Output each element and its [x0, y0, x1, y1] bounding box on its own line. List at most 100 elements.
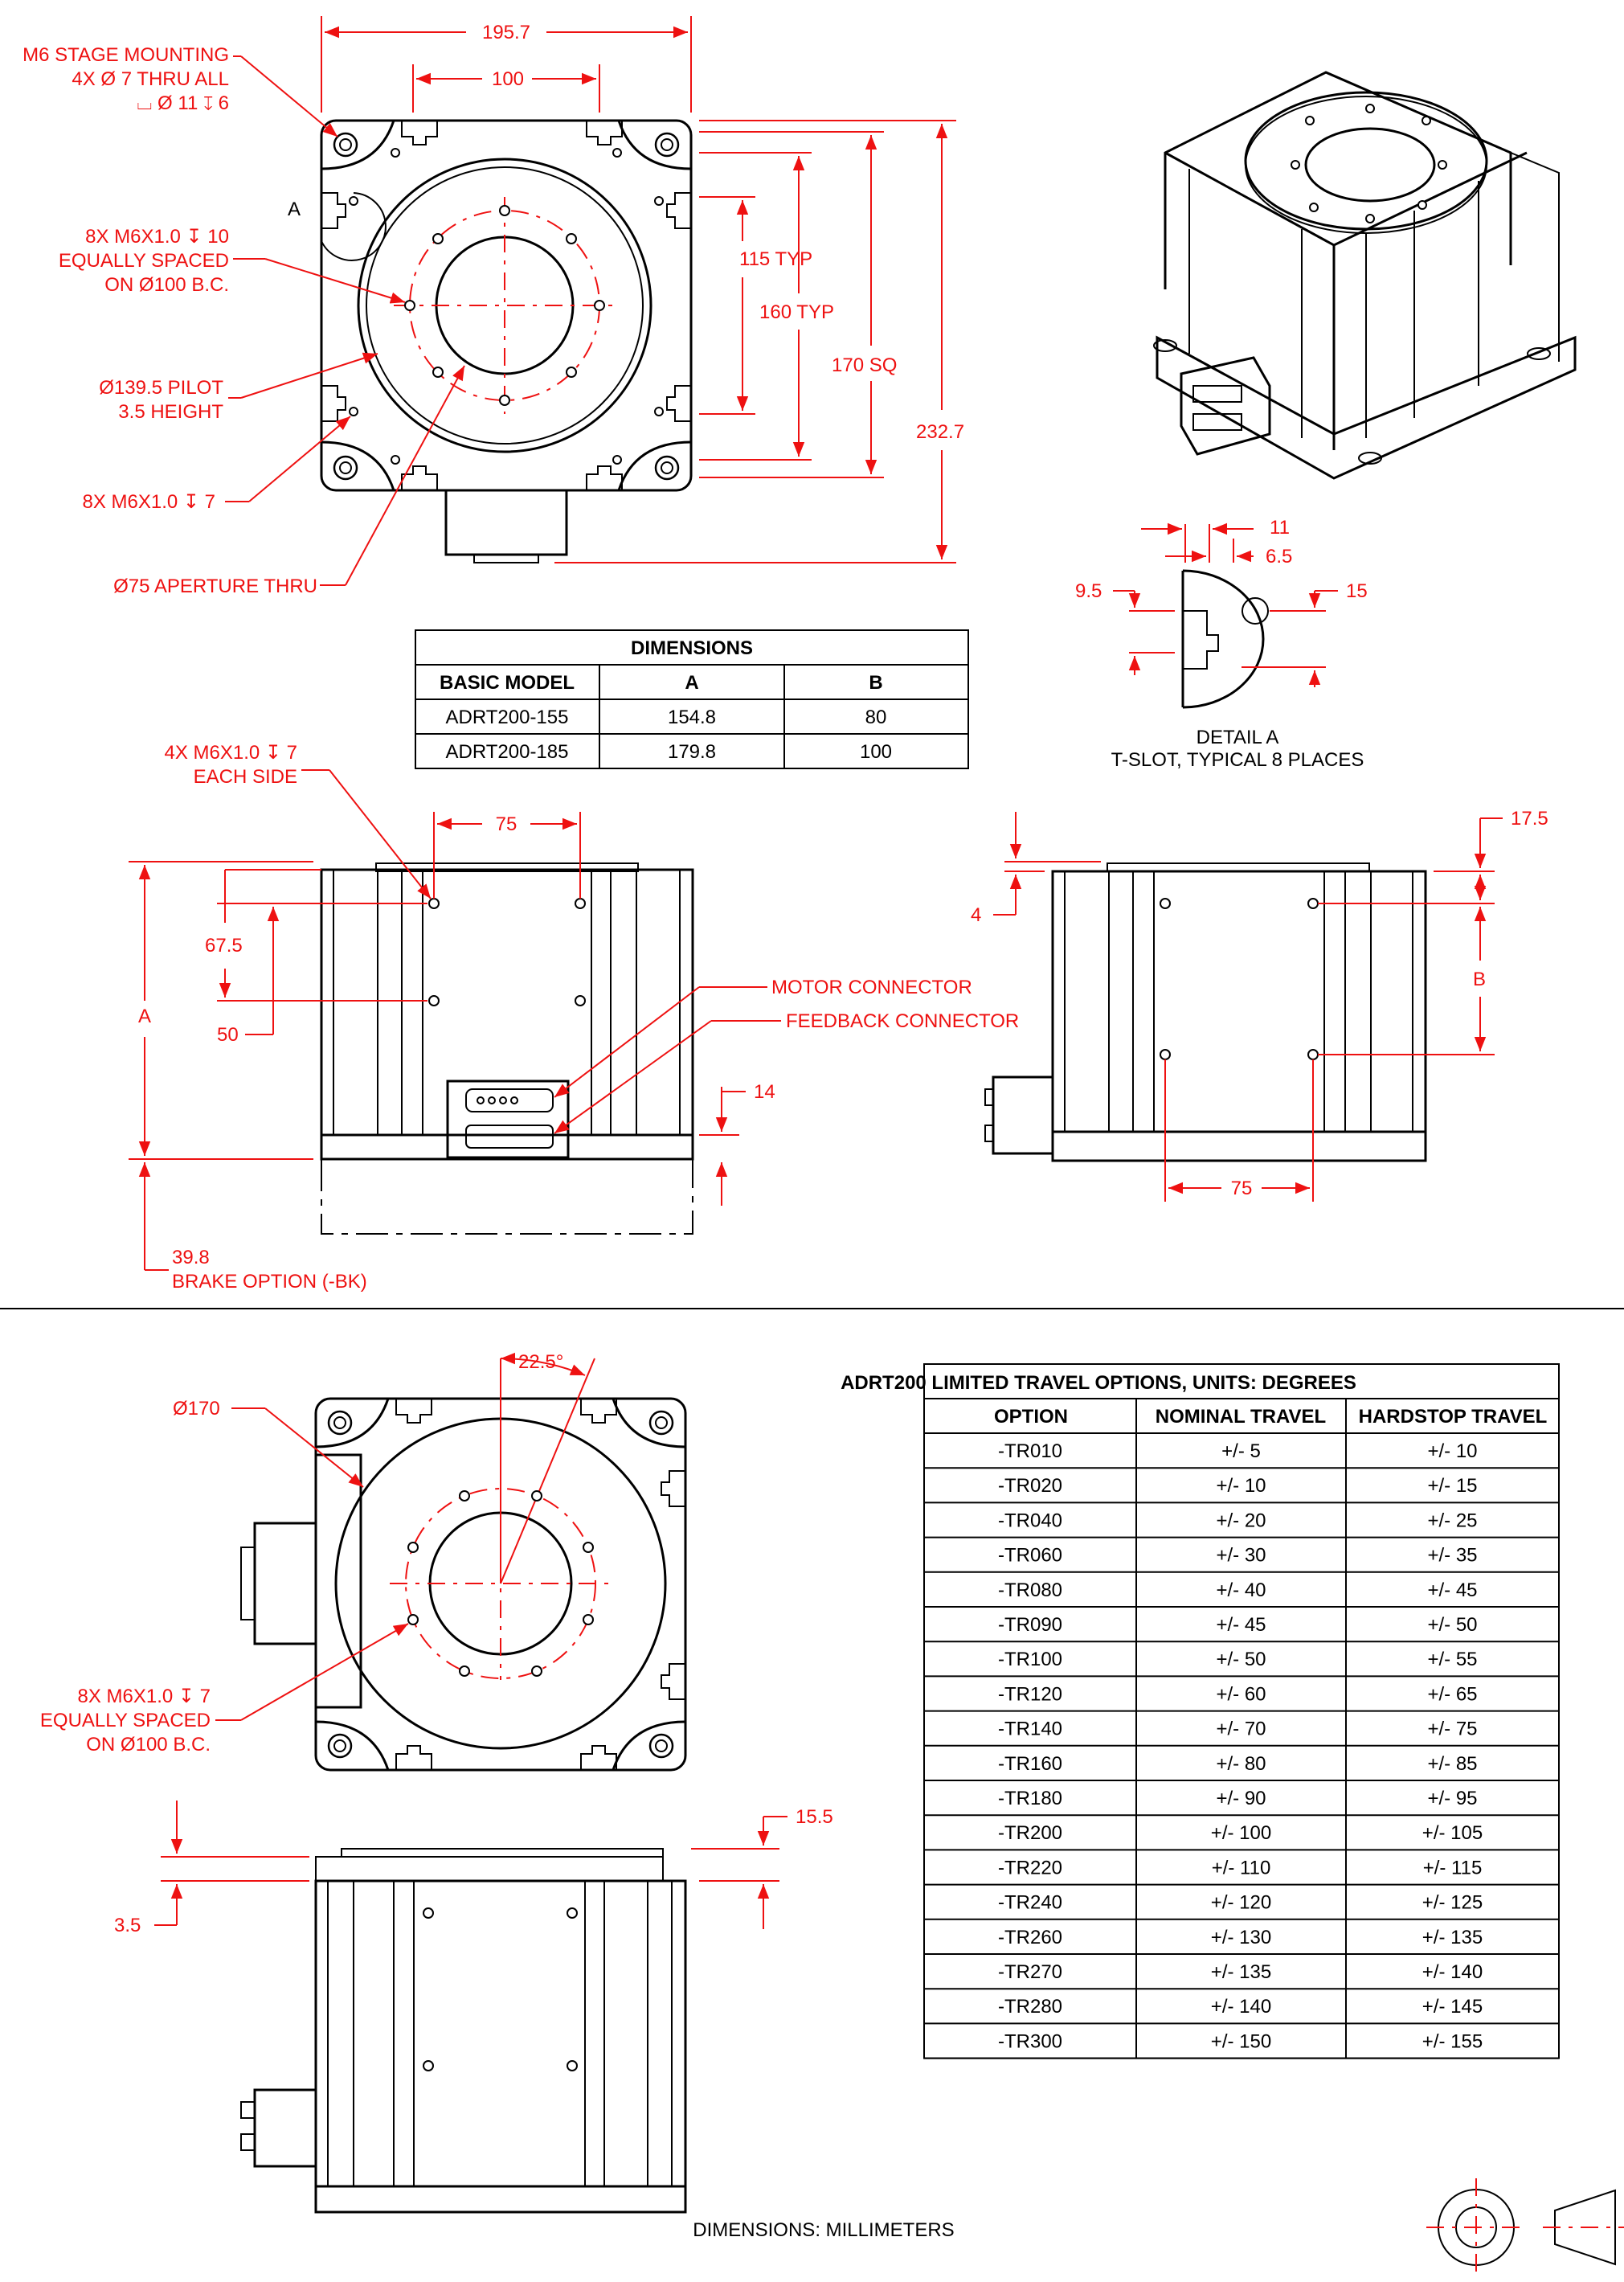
- travel-cell: +/- 15: [1427, 1475, 1477, 1497]
- travel-cell: +/- 115: [1423, 1857, 1483, 1878]
- travel-cell: -TR260: [998, 1927, 1062, 1948]
- detail-a: 11 6.5 9.5 15 DETAIL A T-SLOT, TYPICAL 8…: [1075, 517, 1368, 771]
- dims-header: BASIC MODEL: [440, 672, 575, 694]
- side-dim-75: 75: [1231, 1178, 1253, 1199]
- dim-tslot-spacing: 100: [492, 68, 524, 90]
- dims-table-title: DIMENSIONS: [631, 637, 753, 659]
- travel-cell: +/- 135: [1211, 1961, 1271, 1983]
- front-callout-2: EACH SIDE: [194, 766, 297, 788]
- travel-cell: +/- 55: [1427, 1649, 1477, 1670]
- travel-cell: -TR080: [998, 1579, 1062, 1601]
- dim-232: 232.7: [916, 421, 964, 443]
- travel-cell: -TR020: [998, 1475, 1062, 1497]
- detail-a-marker: A: [288, 199, 301, 220]
- dim-170: 170 SQ: [832, 354, 897, 376]
- projection-symbol: [1426, 2178, 1624, 2276]
- side-dim-B: B: [1473, 969, 1486, 990]
- travel-cell: +/- 150: [1211, 2030, 1271, 2052]
- travel-cell: +/- 130: [1211, 1927, 1271, 1948]
- travel-cell: +/- 140: [1211, 1996, 1271, 2018]
- callout-8x-m6: 8X M6X1.0 ↧ 7: [82, 491, 215, 513]
- travel-cell: +/- 90: [1216, 1788, 1266, 1809]
- dims-header: A: [685, 672, 698, 694]
- isometric-view: [1153, 71, 1577, 480]
- callout-pilot-2: 3.5 HEIGHT: [118, 401, 223, 423]
- bottom-side-view: 3.5 15.5: [114, 1801, 833, 2214]
- travel-cell: +/- 140: [1422, 1961, 1483, 1983]
- detail-caption-1: DETAIL A: [1197, 727, 1279, 748]
- callout-8x-tapped-1: 8X M6X1.0 ↧ 10: [85, 226, 229, 248]
- travel-header-nominal: NOMINAL TRAVEL: [1156, 1406, 1326, 1428]
- travel-cell: +/- 10: [1216, 1475, 1266, 1497]
- side-dim-4: 4: [971, 904, 981, 926]
- bottom-callout-1: 8X M6X1.0 ↧ 7: [77, 1686, 211, 1707]
- side-view: 4 17.5 B 75: [971, 808, 1548, 1202]
- brake-dim: 39.8: [172, 1247, 210, 1268]
- detail-dim-9-5: 9.5: [1075, 580, 1102, 602]
- callout-aperture: Ø75 APERTURE THRU: [113, 576, 317, 597]
- front-dim-75: 75: [496, 813, 517, 835]
- travel-cell: +/- 25: [1427, 1510, 1477, 1531]
- travel-cell: -TR300: [998, 2030, 1062, 2052]
- travel-options-table: ADRT200 LIMITED TRAVEL OPTIONS, UNITS: D…: [841, 1363, 1560, 2059]
- travel-cell: -TR060: [998, 1545, 1062, 1567]
- bottom-plan-view: 22.5° Ø170 8X M6X1.0 ↧ 7 EQUALLY SPACED …: [40, 1351, 687, 1772]
- dims-cell: 80: [865, 707, 887, 728]
- travel-cell: +/- 50: [1427, 1614, 1477, 1636]
- travel-cell: +/- 120: [1211, 1892, 1271, 1914]
- travel-cell: -TR120: [998, 1683, 1062, 1705]
- travel-cell: -TR220: [998, 1857, 1062, 1878]
- travel-cell: +/- 85: [1427, 1753, 1477, 1775]
- travel-header-option: OPTION: [994, 1406, 1068, 1428]
- front-dim-50: 50: [217, 1024, 239, 1046]
- travel-cell: +/- 80: [1216, 1753, 1266, 1775]
- callout-8x-tapped-2: EQUALLY SPACED: [59, 250, 229, 272]
- travel-cell: -TR040: [998, 1510, 1062, 1531]
- travel-cell: -TR280: [998, 1996, 1062, 2018]
- front-callout-1: 4X M6X1.0 ↧ 7: [164, 742, 297, 764]
- front-view: 75 4X M6X1.0 ↧ 7 EACH SIDE 67.5 50 A 39.…: [129, 742, 1019, 1293]
- travel-cell: +/- 70: [1216, 1719, 1266, 1740]
- travel-cell: -TR160: [998, 1753, 1062, 1775]
- dim-15-5: 15.5: [796, 1806, 833, 1828]
- detail-caption-2: T-SLOT, TYPICAL 8 PLACES: [1111, 749, 1364, 771]
- dim-22-5: 22.5°: [518, 1351, 563, 1373]
- dims-cell: 179.8: [668, 741, 716, 763]
- dims-header: B: [869, 672, 882, 694]
- travel-cell: +/- 125: [1422, 1892, 1483, 1914]
- detail-dim-11: 11: [1270, 517, 1290, 539]
- travel-cell: +/- 110: [1212, 1857, 1271, 1878]
- detail-dim-6-5: 6.5: [1266, 546, 1292, 567]
- travel-cell: -TR010: [998, 1440, 1062, 1462]
- callout-pilot-1: Ø139.5 PILOT: [99, 377, 223, 399]
- front-dim-A: A: [138, 1006, 151, 1027]
- dims-cell: 100: [860, 741, 892, 763]
- travel-cell: +/- 30: [1216, 1545, 1266, 1567]
- footer-units: DIMENSIONS: MILLIMETERS: [693, 2219, 954, 2241]
- dims-cell: ADRT200-185: [446, 741, 569, 763]
- travel-cell: +/- 65: [1427, 1683, 1477, 1705]
- travel-cell: -TR180: [998, 1788, 1062, 1809]
- dims-cell: ADRT200-155: [446, 707, 569, 728]
- front-dim-67-5: 67.5: [205, 935, 243, 957]
- dim-overall-width: 195.7: [482, 22, 530, 43]
- travel-cell: -TR200: [998, 1822, 1062, 1844]
- dim-115: 115 TYP: [739, 248, 812, 270]
- top-view: A 195.7 100 115 TYP 160 TYP 170 SQ 232.7: [22, 16, 964, 597]
- travel-cell: -TR100: [998, 1649, 1062, 1670]
- dimensions-table: DIMENSIONS BASIC MODEL A B ADRT200-155 1…: [415, 629, 969, 769]
- travel-table-title: ADRT200 LIMITED TRAVEL OPTIONS, UNITS: D…: [841, 1372, 1356, 1394]
- travel-cell: +/- 100: [1211, 1822, 1271, 1844]
- side-dim-17-5: 17.5: [1511, 808, 1548, 830]
- travel-cell: +/- 10: [1427, 1440, 1477, 1462]
- callout-8x-tapped-3: ON Ø100 B.C.: [104, 274, 229, 296]
- feedback-connector-label: FEEDBACK CONNECTOR: [786, 1010, 1019, 1032]
- bottom-callout-2: EQUALLY SPACED: [40, 1710, 211, 1731]
- callout-mounting-1: M6 STAGE MOUNTING: [22, 44, 229, 66]
- travel-cell: -TR090: [998, 1614, 1062, 1636]
- dims-cell: 154.8: [668, 707, 716, 728]
- travel-cell: +/- 95: [1427, 1788, 1477, 1809]
- travel-cell: +/- 50: [1216, 1649, 1266, 1670]
- travel-cell: +/- 105: [1422, 1822, 1483, 1844]
